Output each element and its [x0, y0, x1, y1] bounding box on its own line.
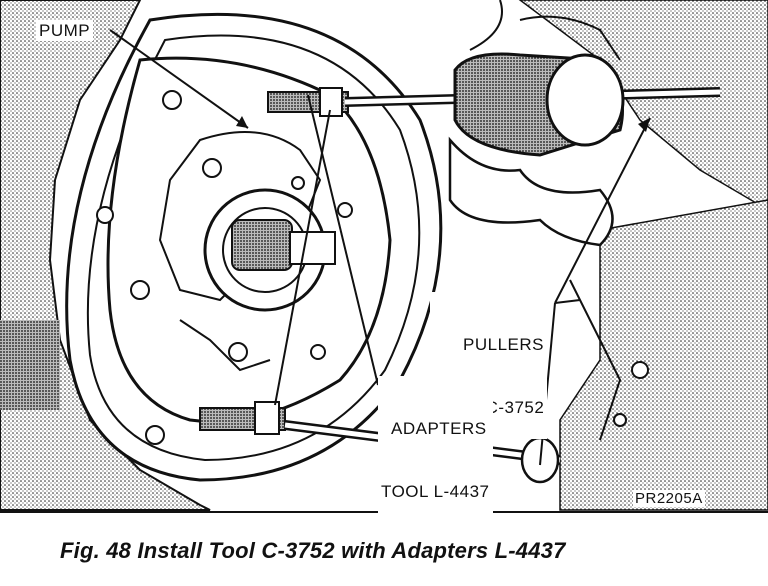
label-pump: PUMP [36, 20, 94, 41]
figure-reference-code: PR2205A [633, 490, 705, 507]
adapter-top [267, 87, 349, 117]
label-adapters: ADAPTERS TOOL L-4437 [378, 376, 493, 523]
figure-caption: Fig. 48 Install Tool C-3752 with Adapter… [60, 538, 566, 563]
arrowheads [236, 116, 650, 132]
transmission-housing [0, 0, 768, 511]
adapter-bottom [199, 401, 286, 435]
label-pullers-line1: PULLERS [463, 335, 544, 354]
hand [448, 0, 621, 247]
slide-hammer [453, 52, 625, 157]
pump-body [96, 56, 392, 445]
label-adapters-line1: ADAPTERS [391, 419, 487, 438]
label-adapters-line2: TOOL L-4437 [381, 482, 490, 501]
